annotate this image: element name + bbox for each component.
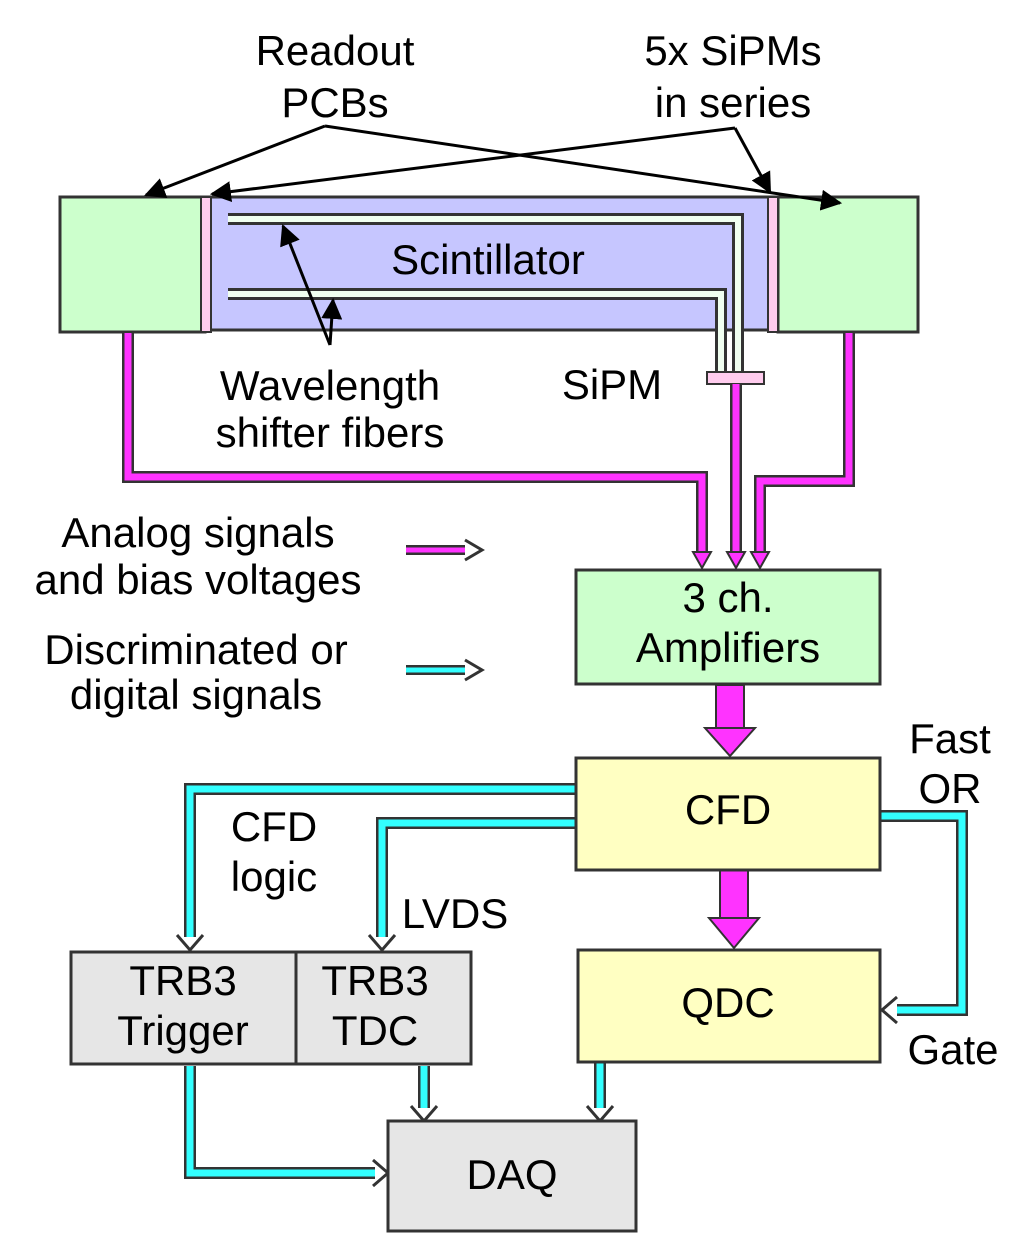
electronics-boxes — [69, 568, 882, 1233]
wls-fibers-label-2: shifter fibers — [216, 409, 445, 456]
amplifiers-label-2: Amplifiers — [636, 624, 820, 671]
sipm-strip-left — [200, 196, 212, 333]
lvds-label: LVDS — [402, 890, 509, 937]
cfd-logic-label-1: CFD — [231, 803, 317, 850]
readout-pcbs-label-1: Readout — [256, 27, 415, 74]
legend-digital-arrow — [406, 658, 485, 682]
fast-or-label-1: Fast — [909, 715, 991, 762]
legend — [406, 538, 485, 682]
trb3-tdc-label-2: TDC — [332, 1007, 418, 1054]
cfd-label: CFD — [685, 786, 771, 833]
qdc-label: QDC — [681, 979, 774, 1026]
readout-pcbs-label-2: PCBs — [281, 79, 388, 126]
sipm-chip — [706, 371, 765, 385]
trb3-trigger-label-2: Trigger — [117, 1007, 248, 1054]
cfd-logic-label-2: logic — [231, 853, 317, 900]
qdc-box — [576, 948, 882, 1064]
legend-digital-label-2: digital signals — [70, 671, 322, 718]
detector-assembly — [58, 195, 920, 385]
wls-fibers-label-1: Wavelength — [220, 362, 440, 409]
amplifiers-box — [574, 568, 882, 686]
daq-box — [386, 1119, 638, 1233]
readout-pcb-right — [776, 195, 920, 334]
callout-pointers — [144, 124, 843, 346]
sipms-label-2: in series — [655, 79, 811, 126]
trb3-trigger-box — [69, 950, 298, 1066]
readout-pcb-left — [58, 195, 207, 334]
amplifiers-label-1: 3 ch. — [682, 574, 773, 621]
legend-digital-label-1: Discriminated or — [44, 626, 347, 673]
digital-signal-lines — [175, 783, 968, 1188]
sipms-label-1: 5x SiPMs — [644, 27, 821, 74]
legend-analog-arrow — [406, 538, 485, 562]
trb3-tdc-box — [294, 950, 473, 1066]
scintillator-label: Scintillator — [391, 236, 585, 283]
text-labels: Readout PCBs 5x SiPMs in series Scintill… — [35, 27, 999, 1198]
sipm-label: SiPM — [562, 361, 662, 408]
trb3-tdc-label-1: TRB3 — [321, 957, 428, 1004]
gate-label: Gate — [907, 1026, 998, 1073]
fast-or-label-2: OR — [919, 765, 982, 812]
sipm-strip-right — [767, 196, 779, 333]
trb3-trigger-label-1: TRB3 — [129, 957, 236, 1004]
daq-label: DAQ — [466, 1151, 557, 1198]
cfd-box — [574, 756, 882, 872]
legend-analog-label-1: Analog signals — [61, 509, 334, 556]
analog-signal-lines — [122, 333, 855, 950]
legend-analog-label-2: and bias voltages — [35, 556, 362, 603]
